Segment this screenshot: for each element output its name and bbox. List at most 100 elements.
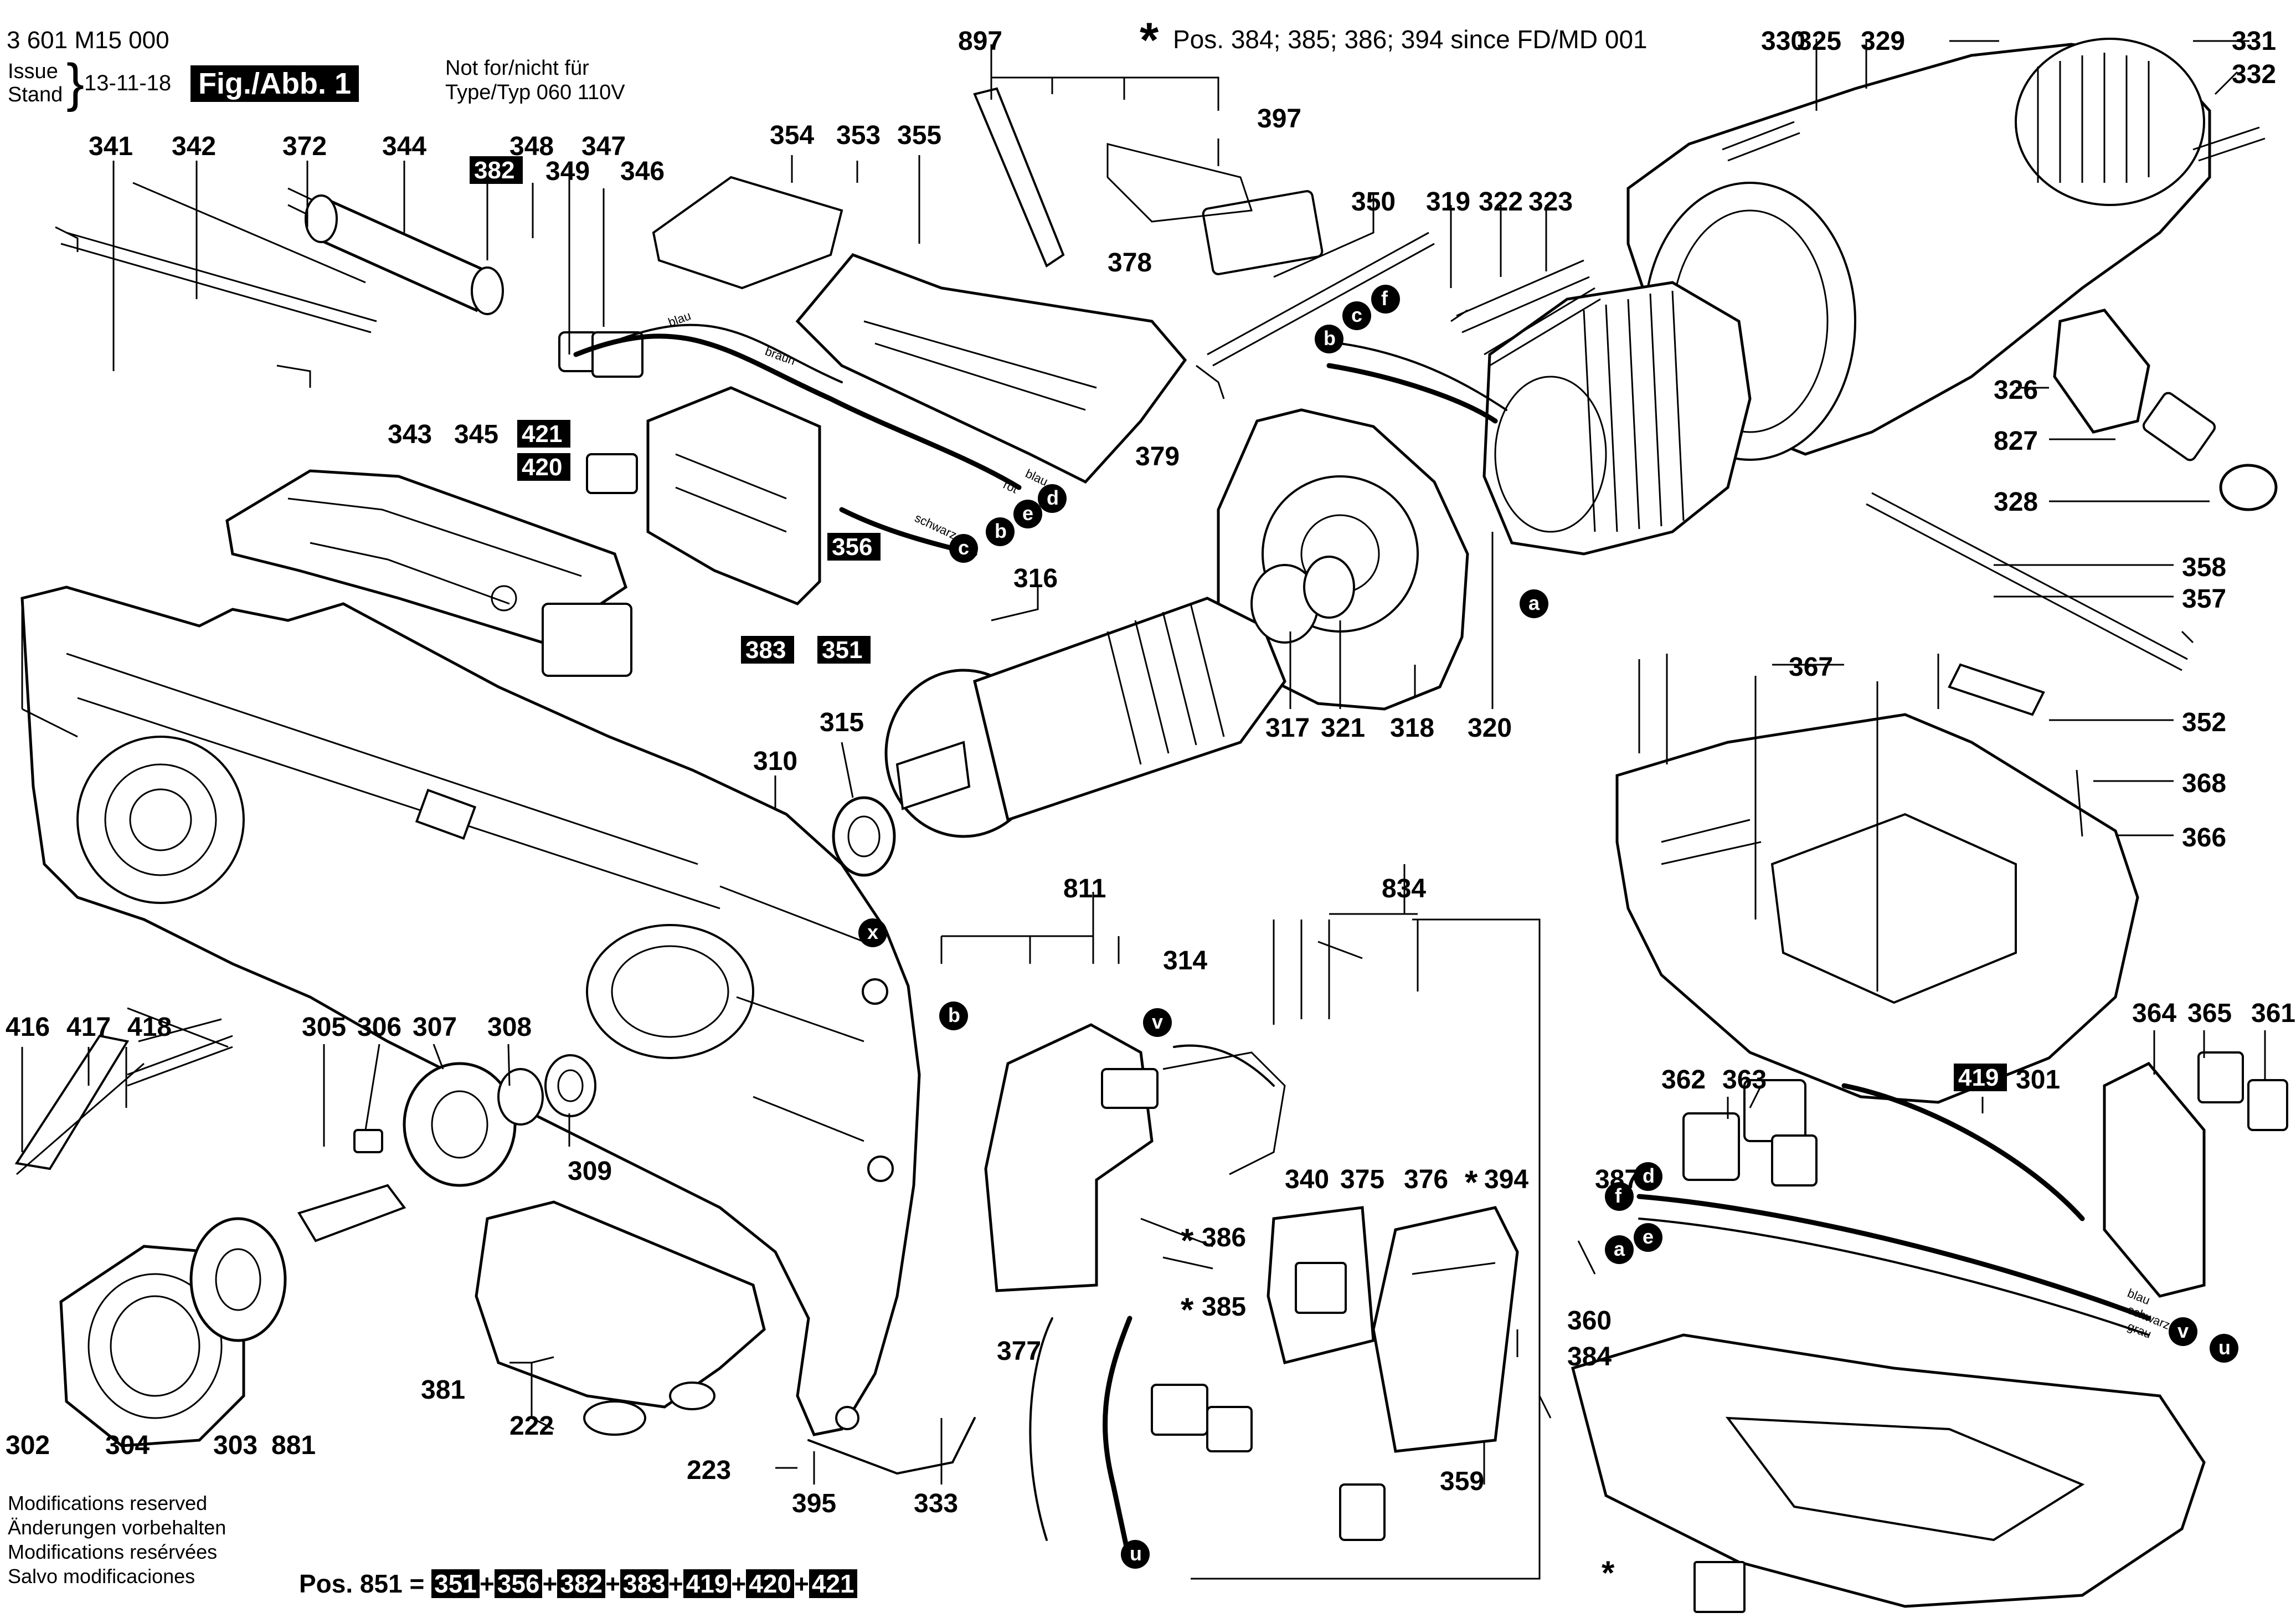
plug-364 bbox=[2103, 1051, 2288, 1298]
plus-1: + bbox=[479, 1569, 495, 1598]
mods-line-fr: Modifications resérvées bbox=[8, 1540, 218, 1563]
label-386: 386 bbox=[1202, 1223, 1246, 1252]
label-346: 346 bbox=[620, 157, 665, 186]
armature-316 bbox=[884, 556, 1355, 838]
label-418: 418 bbox=[127, 1013, 172, 1042]
pos851-part-421: 421 bbox=[809, 1569, 857, 1598]
plus-6: + bbox=[794, 1569, 809, 1598]
plus-3: + bbox=[605, 1569, 620, 1598]
label-834: 834 bbox=[1382, 874, 1426, 903]
doc-number: 3 601 M15 000 bbox=[7, 27, 169, 54]
wire-color-blau-1: blau bbox=[666, 309, 693, 330]
label-301: 302 bbox=[6, 1431, 50, 1460]
plus-5: + bbox=[731, 1569, 747, 1598]
box-label-421: 421 bbox=[522, 420, 562, 448]
gear-group bbox=[14, 1034, 596, 1242]
wire-letter-c-mid: c bbox=[958, 536, 969, 559]
label-308: 308 bbox=[487, 1013, 532, 1042]
bearing-304 bbox=[189, 1217, 287, 1342]
motor-mount-881 bbox=[475, 1200, 766, 1436]
wire-letter-u-bottom: u bbox=[1130, 1542, 1142, 1565]
base-360 bbox=[1571, 1333, 2206, 1613]
label-366: 366 bbox=[2182, 823, 2226, 852]
label-345: 345 bbox=[454, 420, 498, 449]
pos851-formula: Pos. 851 = 351+356+382+383+419+420+421 bbox=[299, 1569, 857, 1599]
boxed-labels: 382 421 420 356 383 351 419 bbox=[470, 156, 2007, 1091]
label-302: 304 bbox=[105, 1431, 150, 1460]
label-897: 897 bbox=[958, 27, 1002, 56]
since-star: * bbox=[1140, 12, 1159, 67]
label-317: 317 bbox=[1265, 713, 1310, 743]
label-352 bbox=[1948, 663, 2045, 716]
label-350: 350 bbox=[1351, 187, 1396, 217]
label-381: 222 bbox=[509, 1411, 554, 1441]
label-340: 340 bbox=[1285, 1165, 1329, 1194]
label-342: 342 bbox=[172, 132, 216, 161]
rods-358-357 bbox=[1866, 492, 2194, 671]
label-362: 363 bbox=[1722, 1065, 1767, 1095]
label-329: 329 bbox=[1861, 27, 1905, 56]
label-347: 347 bbox=[581, 132, 626, 161]
label-372: 372 bbox=[282, 132, 327, 161]
leader-lines bbox=[21, 39, 2266, 1580]
label-322: 322 bbox=[1479, 187, 1523, 217]
bearing-315 bbox=[832, 796, 896, 877]
wire-letter-a-top: a bbox=[1528, 592, 1540, 614]
label-354: 354 bbox=[770, 121, 814, 150]
star-394: * bbox=[1465, 1164, 1478, 1201]
label-326: 326 bbox=[1994, 376, 2038, 405]
star-385: * bbox=[1181, 1291, 1194, 1328]
label-330: 330 bbox=[1761, 27, 1805, 56]
cover-376 bbox=[1372, 1206, 1519, 1453]
since-note: Pos. 384; 385; 386; 394 since FD/MD 001 bbox=[1173, 25, 1648, 54]
label-303: 881 bbox=[271, 1431, 316, 1460]
label-376: 376 bbox=[1404, 1165, 1448, 1194]
label-827: 827 bbox=[1994, 427, 2038, 456]
label-332: 332 bbox=[2232, 60, 2276, 89]
pos851-part-383: 383 bbox=[620, 1569, 668, 1598]
label-417: 417 bbox=[66, 1013, 111, 1042]
label-416: 416 bbox=[6, 1013, 50, 1042]
wire-letter-b-mid: b bbox=[995, 520, 1007, 542]
wire-letter-markers: a b c f d e b c x b v u f d a e v u bbox=[858, 285, 2238, 1569]
terminal-blocks bbox=[1151, 1384, 1386, 1541]
label-321: 321 bbox=[1321, 713, 1365, 743]
label-395: 333 bbox=[914, 1489, 958, 1518]
label-223: 395 bbox=[792, 1489, 836, 1518]
handle-344 bbox=[287, 187, 599, 372]
pos851-part-356: 356 bbox=[494, 1569, 543, 1598]
not-for-line2: Type/Typ 060 110V bbox=[445, 81, 625, 104]
wire-letter-d-base: d bbox=[1643, 1164, 1655, 1187]
wire-letter-d-mid: d bbox=[1047, 486, 1059, 509]
label-344: 344 bbox=[382, 132, 426, 161]
wire-letter-c-top: c bbox=[1351, 304, 1362, 326]
pos851-label: Pos. 851 = bbox=[299, 1569, 425, 1598]
star-386: * bbox=[1181, 1222, 1194, 1259]
wire-letter-b-housing: b bbox=[948, 1004, 960, 1026]
box-label-419: 419 bbox=[1958, 1064, 1999, 1091]
issue-label-de: Stand bbox=[8, 83, 63, 106]
label-352: 352 bbox=[2182, 708, 2226, 737]
wire-letter-f-base: f bbox=[1615, 1184, 1622, 1207]
issue-brace: } bbox=[66, 53, 85, 112]
label-811: 811 bbox=[1063, 874, 1106, 903]
wire-letter-f-top: f bbox=[1381, 287, 1388, 310]
label-353: 353 bbox=[836, 121, 881, 150]
label-319: 319 bbox=[1426, 187, 1470, 217]
label-331: 331 bbox=[2232, 27, 2276, 56]
switch-375 bbox=[1267, 1206, 1375, 1365]
label-361: 362 bbox=[1661, 1065, 1706, 1095]
label-364: 364 bbox=[2132, 999, 2176, 1028]
wire-letter-e-base: e bbox=[1643, 1225, 1654, 1248]
label-316: 316 bbox=[1013, 564, 1058, 593]
label-306: 306 bbox=[357, 1013, 401, 1042]
label-323: 323 bbox=[1528, 187, 1573, 217]
wire-color-braun: braun bbox=[763, 344, 797, 368]
wiring bbox=[573, 323, 2151, 1565]
pin-416 bbox=[16, 1018, 222, 1175]
pos851-part-351: 351 bbox=[431, 1569, 480, 1598]
wire-letter-v-top: v bbox=[1152, 1010, 1163, 1033]
label-315: 315 bbox=[820, 708, 864, 737]
mods-line-es: Salvo modificaciones bbox=[8, 1565, 195, 1588]
